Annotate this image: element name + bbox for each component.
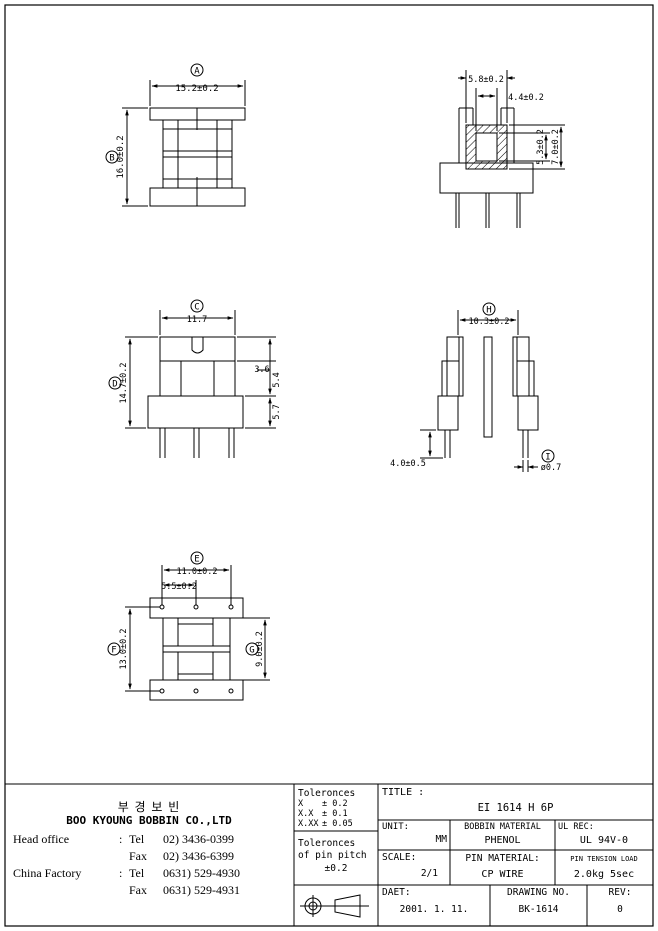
contact-kind: Fax: [129, 849, 147, 863]
contact-number: 0631) 529-4931: [163, 883, 240, 897]
tolerance-value: ± 0.2: [322, 799, 348, 809]
label-a: A: [194, 67, 200, 77]
title-block: 부 경 보 빈 BOO KYOUNG BOBBIN CO.,LTD Head o…: [5, 784, 653, 926]
dim-a-value: 15.2±0.2: [175, 84, 218, 94]
dim-pin-length: 4.0±0.5: [390, 459, 426, 469]
bottom-view: [125, 565, 270, 701]
label-d-circle: [108, 376, 122, 390]
pin-material-value: CP WIRE: [481, 869, 524, 880]
tolerance-row: X ± 0.2: [298, 799, 378, 809]
tolerance-value: ± 0.05: [322, 819, 353, 829]
label-a-circle: [190, 63, 204, 77]
pin-tension-label: PIN TENSION LOAD: [570, 855, 638, 863]
label-h: H: [486, 306, 491, 316]
label-d: D: [112, 380, 117, 390]
dim-pin-pitch: 5.5±0.2: [161, 582, 197, 592]
front-view: [122, 80, 246, 207]
pitch-tolerance-title: Toleronces: [298, 838, 356, 849]
contact-number: 0631) 529-4930: [163, 866, 240, 880]
rev-label: REV:: [608, 887, 632, 898]
contact-row: China Factory : Tel 0631) 529-4930: [13, 865, 293, 882]
label-g: G: [249, 646, 254, 656]
dim-h-value: 10.3±0.2: [469, 317, 510, 327]
bobbin-material-value: PHENOL: [484, 835, 521, 846]
contact-number: 02) 3436-0399: [163, 832, 234, 846]
label-i-circle: [541, 449, 555, 463]
tolerances-title: Toleronces: [298, 788, 356, 799]
scale-label: SCALE:: [382, 852, 417, 863]
sheet-border: [4, 4, 654, 927]
dim-b-value: 16.0±0.2: [116, 135, 126, 178]
date-value: 2001. 1. 11.: [399, 904, 469, 915]
tolerance-key: X.X: [298, 809, 314, 819]
company-korean-name: 부 경 보 빈: [117, 800, 181, 814]
tolerance-value: ± 0.1: [322, 809, 348, 819]
label-f: F: [111, 646, 116, 656]
unit-label: UNIT:: [382, 822, 410, 832]
tolerance-key: X.XX: [298, 819, 319, 829]
contact-sep: :: [119, 832, 123, 846]
contact-kind: Fax: [129, 883, 147, 897]
contact-sep: :: [119, 866, 123, 880]
pitch-tolerance-value: ±0.2: [324, 863, 348, 874]
rev-value: 0: [617, 904, 623, 915]
ul-rec-value: UL 94V-0: [579, 835, 629, 846]
label-f-circle: [107, 642, 121, 656]
contact-kind: Tel: [129, 866, 145, 880]
label-c: C: [194, 303, 199, 313]
label-b: B: [109, 154, 114, 164]
pin-material-label: PIN MATERIAL:: [465, 853, 540, 864]
tolerance-row: X.X ± 0.1: [298, 809, 378, 819]
top-view: [439, 70, 565, 228]
label-e: E: [194, 555, 199, 565]
tolerance-key: X: [298, 799, 304, 809]
titleblock-grid: [5, 783, 653, 926]
date-label: DAET:: [382, 887, 411, 898]
contact-row: Fax 0631) 529-4931: [13, 882, 293, 899]
contact-row: Fax 02) 3436-6399: [13, 848, 293, 865]
scale-value: 2/1: [420, 868, 438, 879]
contact-number: 02) 3436-6399: [163, 849, 234, 863]
ul-rec-label: UL REC:: [558, 822, 594, 832]
dim-c-value: 11.7: [187, 315, 207, 325]
dim-side-d2: 5.4: [272, 372, 282, 387]
end-view: [420, 310, 539, 472]
dim-e-value: 11.0±0.2: [177, 567, 218, 577]
tolerance-row: X.XX ± 0.05: [298, 819, 378, 829]
label-e-circle: [190, 551, 204, 565]
contact-row: Head office : Tel 02) 3436-0399: [13, 831, 293, 848]
contact-label: China Factory: [13, 866, 82, 880]
contact-kind: Tel: [129, 832, 145, 846]
dim-top-h2: 7.0±0.2: [551, 129, 561, 165]
dim-d-value: 14.7±0.2: [119, 363, 129, 404]
dim-side-d3: 5.7: [272, 404, 282, 419]
unit-value: MM: [435, 834, 447, 845]
dim-g-value: 9.0±0.2: [255, 631, 265, 667]
drawing-no-label: DRAWING NO.: [507, 887, 570, 898]
dim-side-d1: 3.6: [254, 365, 269, 375]
label-b-circle: [105, 150, 119, 164]
dim-f-value: 13.0±0.2: [119, 629, 129, 670]
drawing-title: EI 1614 H 6P: [477, 802, 554, 814]
projection-symbol-icon: [300, 894, 369, 918]
company-name: BOO KYOUNG BOBBIN CO.,LTD: [66, 814, 232, 827]
drawing-no-value: BK-1614: [518, 904, 559, 915]
side-view: [125, 310, 276, 458]
tolerance-list: X ± 0.2 X.X ± 0.1 X.XX ± 0.05: [298, 799, 378, 829]
title-label: TITLE :: [382, 787, 425, 798]
pitch-tolerance-subtitle: of pin pitch: [298, 850, 367, 861]
dim-top-w1: 5.8±0.2: [468, 75, 504, 85]
bobbin-material-label: BOBBIN MATERIAL: [464, 822, 541, 832]
dim-pin-diameter: ø0.7: [541, 463, 561, 473]
dim-top-w2: 4.4±0.2: [508, 93, 544, 103]
label-g-circle: [245, 642, 259, 656]
label-h-circle: [482, 302, 496, 316]
pin-tension-value: 2.0kg 5sec: [573, 869, 635, 880]
contact-label: Head office: [13, 832, 70, 846]
dim-top-h1: 5.3±0.2: [536, 129, 546, 165]
label-c-circle: [190, 299, 204, 313]
label-i: I: [545, 453, 550, 463]
contact-list: Head office : Tel 02) 3436-0399 Fax 02) …: [13, 831, 293, 899]
